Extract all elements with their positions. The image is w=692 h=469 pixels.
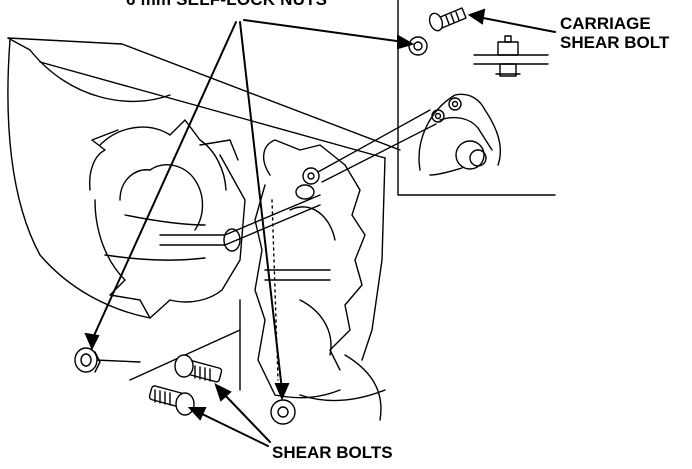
left-self-lock-nut: [74, 347, 101, 373]
inset-nut-1: [431, 109, 445, 123]
leader-to-carriage-nut: [243, 19, 415, 50]
self-lock-nuts-label: 6 mm SELF-LOCK NUTS: [126, 0, 327, 8]
carriage-self-lock-nut: [408, 36, 428, 56]
shear-bolts-label: SHEAR BOLTS: [272, 443, 393, 462]
bolt-section-nut: [499, 63, 517, 77]
shear-bolt-upper: [174, 354, 223, 383]
auger-housing: [7, 37, 401, 421]
carriage-shear-bolt-label-line2: SHEAR BOLT: [560, 33, 670, 52]
leader-to-carriage-bolt: [467, 8, 556, 33]
leader-to-bottom-nut: [239, 21, 290, 401]
bottom-self-lock-nut: [270, 399, 296, 425]
carriage-shear-bolt-label-line1: CARRIAGE: [560, 14, 651, 33]
leader-inset-to-hub: [317, 109, 437, 183]
inset-nut-2: [448, 97, 462, 111]
leader-to-lower-shear-bolt: [187, 407, 269, 447]
bolt-section-head: [497, 41, 519, 56]
right-auger: [254, 139, 366, 399]
shear-bolt-lower: [148, 385, 195, 416]
leader-to-left-nut: [84, 21, 237, 351]
hub-nut: [302, 167, 320, 185]
inset-detail-box: [397, 0, 556, 196]
carriage-shear-bolt: [428, 7, 467, 32]
auger-shaft: [159, 184, 331, 281]
leader-to-upper-shear-bolt: [214, 383, 271, 443]
left-auger: [88, 119, 246, 319]
